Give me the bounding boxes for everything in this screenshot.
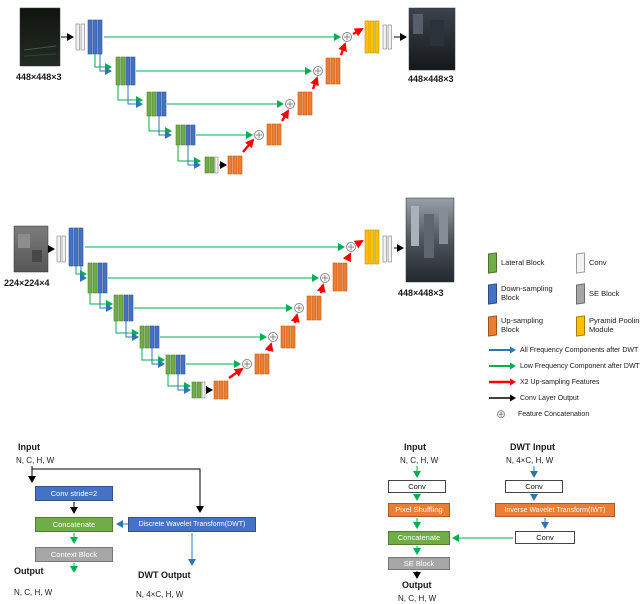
legend-label: Pyramid Pooling Module	[589, 316, 640, 334]
legend-arrow-conv-output: Conv Layer Output	[488, 394, 579, 402]
legend-pyramid-pooling: Pyramid Pooling Module	[576, 315, 640, 337]
iwt-dwt-input-title: DWT Input	[510, 442, 555, 452]
conv-box-left: Conv	[388, 480, 446, 493]
concat-node	[285, 99, 295, 109]
concatenate-box: Concatenate	[35, 517, 113, 532]
top-network-diagram	[19, 7, 456, 175]
se-block-swatch	[576, 283, 585, 305]
legend-label: Conv Layer Output	[520, 394, 579, 402]
pyramid-pooling-swatch	[576, 315, 585, 337]
legend-feature-concatenation: ⊕ Feature Concatenation	[488, 408, 589, 420]
legend-conv-block: Conv	[576, 252, 640, 274]
dwt-input-dims: N, C, H, W	[16, 456, 55, 465]
legend-se-block: SE Block	[576, 283, 640, 305]
concat-node	[242, 359, 252, 369]
iwt-module-connectors	[413, 466, 549, 579]
legend-label: Lateral Block	[501, 257, 545, 267]
dwt-input-title: Input	[18, 442, 40, 452]
dwt-branch-output-title: DWT Output	[138, 570, 191, 580]
middle-input-size-label: 224×224×4	[4, 278, 50, 288]
concat-node	[346, 242, 356, 252]
legend-lateral-block: Lateral Block	[488, 252, 557, 274]
downsampling-block-swatch	[488, 283, 497, 305]
concat-node	[254, 130, 264, 140]
circle-plus-icon: ⊕	[495, 407, 507, 421]
legend-label: SE Block	[589, 288, 620, 298]
dwt-branch-output-dims: N, 4×C, H, W	[136, 590, 184, 599]
dwt-output-dims: N, C, H, W	[14, 588, 53, 597]
top-output-size-label: 448×448×3	[408, 74, 454, 84]
top-input-size-label: 448×448×3	[16, 72, 62, 82]
red-arrow-icon	[489, 378, 516, 386]
blue-arrow-icon	[489, 346, 516, 354]
conv-box-right: Conv	[505, 480, 563, 493]
concat-node	[342, 32, 352, 42]
green-arrow-icon	[489, 362, 516, 370]
context-block-box: Context Block	[35, 547, 113, 562]
dwt-box: Discrete Wavelet Transform(DWT)	[128, 517, 256, 532]
legend-label: Conv	[589, 257, 607, 267]
legend-label: Feature Concatenation	[518, 410, 590, 418]
middle-input-image	[13, 225, 49, 273]
legend-label: All Frequency Components after DWT	[520, 346, 639, 354]
legend-label: X2 Up-sampling Features	[520, 378, 600, 386]
pixel-shuffling-box: Pixel Shuffling	[388, 503, 450, 517]
iwt-output-dims: N, C, H, W	[398, 594, 437, 603]
concatenate-box-iwt: Concatenate	[388, 531, 450, 545]
legend-label: Up-sampling Block	[501, 316, 544, 334]
legend-label: Low Frequency Component after DWT	[520, 362, 640, 370]
middle-output-size-label: 448×448×3	[398, 288, 444, 298]
legend-upsampling-block: Up-sampling Block	[488, 315, 557, 337]
iwt-input-title: Input	[404, 442, 426, 452]
conv-box-lower: Conv	[515, 531, 575, 544]
legend-label: Down-sampling Block	[501, 284, 553, 302]
legend-arrow-all-freq: All Frequency Components after DWT	[488, 346, 638, 354]
conv-stride2-box: Conv stride=2	[35, 486, 113, 501]
legend-arrow-upsampling: X2 Up-sampling Features	[488, 378, 599, 386]
concat-node	[320, 273, 330, 283]
dwt-module-connectors	[28, 466, 204, 573]
conv-block-swatch	[576, 252, 585, 274]
iwt-input-dims: N, C, H, W	[400, 456, 439, 465]
middle-network-diagram	[13, 197, 455, 400]
se-block-box: SE Block	[388, 557, 450, 570]
lateral-block-swatch	[488, 252, 497, 274]
concat-node	[268, 332, 278, 342]
concat-node	[313, 66, 323, 76]
legend-downsampling-block: Down-sampling Block	[488, 283, 557, 305]
iwt-output-title: Output	[402, 580, 432, 590]
legend-arrow-low-freq: Low Frequency Component after DWT	[488, 362, 640, 370]
upsampling-block-swatch	[488, 315, 497, 337]
iwt-dwt-input-dims: N, 4×C, H, W	[506, 456, 554, 465]
iwt-box: Inverse Wavelet Transform(IWT)	[495, 503, 615, 517]
top-input-image	[19, 7, 61, 67]
concat-node	[294, 303, 304, 313]
dwt-output-title: Output	[14, 566, 44, 576]
black-arrow-icon	[489, 394, 516, 402]
